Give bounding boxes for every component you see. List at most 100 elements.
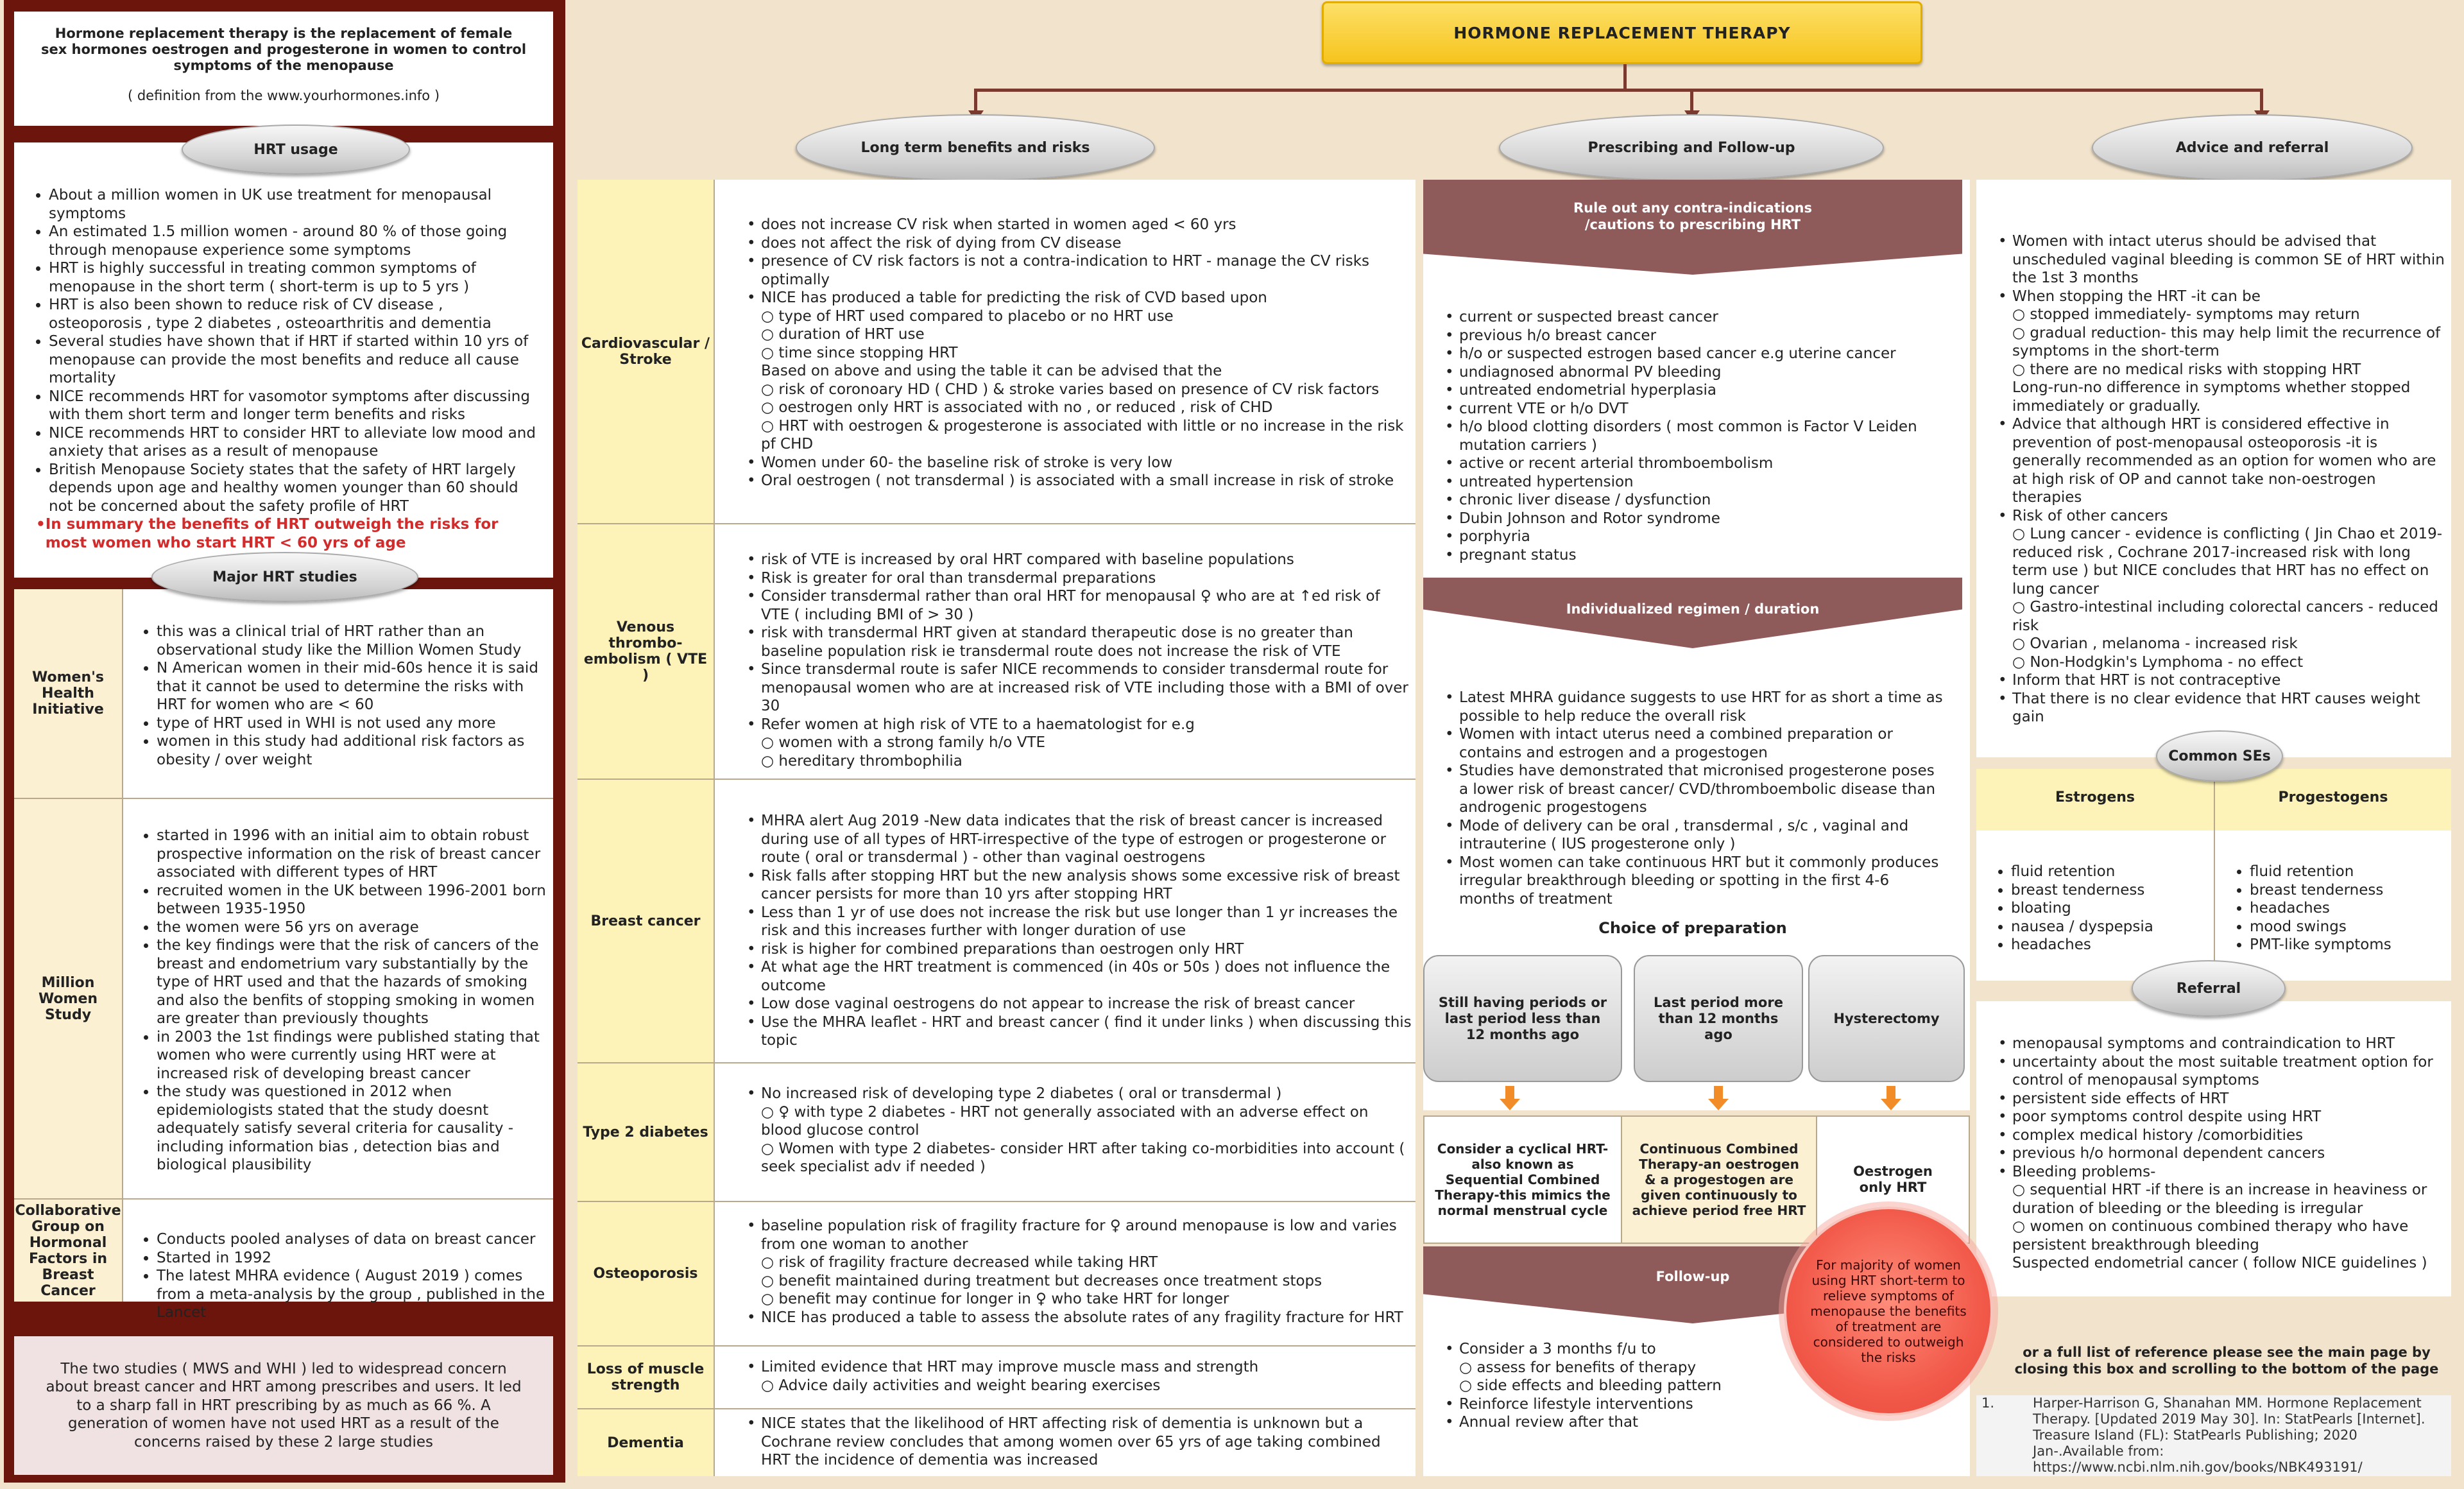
definition-text: Hormone replacement therapy is the repla… <box>40 26 527 73</box>
list-item: •untreated endometrial hyperplasia <box>1445 382 1717 399</box>
list-item: ○ assess for benefits of therapy <box>1459 1359 1697 1376</box>
osteo-label: Osteoporosis <box>593 1266 698 1282</box>
list-item: ○ Gastro-intestinal including colorectal… <box>2012 599 2438 634</box>
list-item: •Bleeding problems- <box>1998 1163 2156 1180</box>
reference-item: 1. Harper-Harrison G, Shanahan MM. Hormo… <box>1976 1395 2451 1476</box>
breast-list: • MHRA alert Aug 2019 -New data indicate… <box>725 812 1412 1050</box>
list-item: •Risk is greater for oral than transderm… <box>747 569 1156 587</box>
list-item: fluid retention <box>2011 863 2214 881</box>
list-item: Long-run-no difference in symptoms wheth… <box>2012 379 2411 415</box>
list-item: •does not increase CV risk when started … <box>747 216 1236 233</box>
list-item: •complex medical history /comorbidities <box>1998 1126 2304 1144</box>
diabetes-list: • No increased risk of developing type 2… <box>725 1085 1412 1176</box>
list-item: •h/o blood clotting disorders ( most com… <box>1445 418 1917 454</box>
list-item: ○ type of HRT used compared to placebo o… <box>761 307 1174 325</box>
contra-list: •current or suspected breast cancer•prev… <box>1423 308 1962 564</box>
mws-list: started in 1996 with an initial aim to o… <box>122 827 552 1175</box>
list-item: •untreated hypertension <box>1445 473 1634 490</box>
studies-conclusion: The two studies ( MWS and WHI ) led to w… <box>14 1336 553 1475</box>
list-item: mood swings <box>2250 918 2451 936</box>
list-item: •When stopping the HRT -it can be <box>1998 288 2261 305</box>
list-item: •Women under 60- the baseline risk of st… <box>747 454 1173 471</box>
list-item: Several studies have shown that if HRT i… <box>49 332 540 388</box>
list-item: •chronic liver disease / dysfunction <box>1445 492 1711 508</box>
list-item: •Oral oestrogen ( not transdermal ) is a… <box>747 472 1394 489</box>
definition-box: Hormone replacement therapy is the repla… <box>14 12 553 126</box>
list-item: ○ Women with type 2 diabetes- consider H… <box>761 1140 1405 1176</box>
list-item: The latest MHRA evidence ( August 2019 )… <box>157 1267 552 1322</box>
cv-list: •does not increase CV risk when started … <box>725 216 1412 490</box>
list-item: ○ sequential HRT -if there is an increas… <box>2012 1182 2427 1217</box>
list-item: ○ Advice daily activities and weight bea… <box>761 1377 1161 1394</box>
list-item: started in 1996 with an initial aim to o… <box>157 827 552 882</box>
list-item: Started in 1992 <box>157 1249 552 1268</box>
list-item: •That there is no clear evidence that HR… <box>1998 690 2420 726</box>
advice-list: •Women with intact uterus should be advi… <box>1976 232 2451 727</box>
list-item: About a million women in UK use treatmen… <box>49 186 540 223</box>
list-item: •Advice that although HRT is considered … <box>1998 416 2436 506</box>
list-item: ○ time since stopping HRT <box>761 344 958 361</box>
list-item: HRT is highly successful in treating com… <box>49 259 540 296</box>
regimen-list: •Latest MHRA guidance suggests to use HR… <box>1423 689 1962 908</box>
referral-panel <box>1976 1001 2451 1296</box>
list-item: •Less than 1 yr of use does not increase… <box>747 904 1398 940</box>
contra-heading: Rule out any contra-indications /caution… <box>1423 180 1962 275</box>
list-item: •NICE has produced a table to assess the… <box>747 1309 1403 1326</box>
list-item: •NICE states that the likelihood of HRT … <box>747 1415 1381 1468</box>
list-item: •poor symptoms control despite using HRT <box>1998 1108 2322 1125</box>
list-item: ○ benefit maintained during treatment bu… <box>761 1272 1322 1289</box>
osteo-list: •baseline population risk of fragility f… <box>725 1217 1412 1327</box>
followup-list: •Consider a 3 months f/u to ○ assess for … <box>1423 1340 1808 1432</box>
list-item: recruited women in the UK between 1996-2… <box>157 882 552 918</box>
list-item: •Studies have demonstrated that micronis… <box>1445 762 1936 816</box>
cg-label: Collaborative Group on Hormonal Factors … <box>15 1203 121 1299</box>
usage-heading: HRT usage <box>182 125 410 175</box>
list-item: •menopausal symptoms and contraindicatio… <box>1998 1035 2395 1052</box>
list-item: ○ ♀ with type 2 diabetes - HRT not gener… <box>761 1103 1369 1139</box>
list-item: •Consider transdermal rather than oral H… <box>747 588 1380 623</box>
list-item: British Menopause Society states that th… <box>49 461 540 516</box>
list-item: headaches <box>2250 899 2451 918</box>
breast-label: Breast cancer <box>590 913 701 929</box>
list-item: •current VTE or h/o DVT <box>1445 400 1629 417</box>
list-item: ○ risk of fragility fracture decreased w… <box>761 1254 1158 1271</box>
list-item: NICE recommends HRT for vasomotor sympto… <box>49 388 540 424</box>
list-item: •Use the MHRA leaflet - HRT and breast c… <box>747 1013 1412 1049</box>
list-item: •Low dose vaginal oestrogens do not appe… <box>747 995 1355 1012</box>
list-item: •Most women can take continuous HRT but … <box>1445 854 1939 908</box>
vte-list: •risk of VTE is increased by oral HRT co… <box>725 551 1412 770</box>
list-item: •NICE has produced a table for predictin… <box>747 289 1267 306</box>
list-item: women in this study had additional risk … <box>157 732 552 769</box>
studies-heading: Major HRT studies <box>151 552 418 602</box>
list-item: headaches <box>2011 936 2214 954</box>
benefits-heading: Long term benefits and risks <box>796 114 1155 181</box>
list-item: ○ Lung cancer - evidence is conflicting … <box>2012 526 2443 598</box>
list-item: •undiagnosed abnormal PV bleeding <box>1445 363 1722 381</box>
list-item: •Consider a 3 months f/u to <box>1445 1341 1656 1357</box>
choice-arrow-3 <box>1887 1086 1895 1099</box>
dementia-label: Dementia <box>607 1434 684 1451</box>
ses-heading: Common SEs <box>2156 730 2283 782</box>
list-item: bloating <box>2011 899 2214 918</box>
list-item: •previous h/o breast cancer <box>1445 327 1657 344</box>
list-item: breast tenderness <box>2011 881 2214 900</box>
list-item: Conducts pooled analyses of data on brea… <box>157 1230 552 1249</box>
list-item: NICE recommends HRT to consider HRT to a… <box>49 424 540 461</box>
list-item: •uncertainty about the most suitable tre… <box>1998 1053 2433 1089</box>
choice-condition-3: Hysterectomy <box>1808 955 1965 1082</box>
list-item: type of HRT used in WHI is not used any … <box>157 714 552 733</box>
whi-list: this was a clinical trial of HRT rather … <box>122 623 552 769</box>
cv-label: Cardiovascular / Stroke <box>581 335 710 368</box>
prescribing-heading: Prescribing and Follow-up <box>1499 114 1884 181</box>
dementia-list: •NICE states that the likelihood of HRT … <box>725 1415 1412 1470</box>
ses-progestogens-list: fluid retentionbreast tendernessheadache… <box>2215 863 2451 954</box>
muscle-list: •Limited evidence that HRT may improve m… <box>725 1358 1412 1395</box>
list-item: •Since transdermal route is safer NICE r… <box>747 661 1408 714</box>
list-item: in 2003 the 1st findings were published … <box>157 1028 552 1083</box>
list-item: Suspected endometrial cancer ( follow NI… <box>2012 1255 2427 1271</box>
list-item: the women were 56 yrs on average <box>157 918 552 937</box>
choice-condition-1: Still having periods or last period less… <box>1423 955 1622 1082</box>
studies-label-col <box>14 589 122 1302</box>
regimen-heading: Individualized regimen / duration <box>1423 578 1962 648</box>
list-item: •Risk of other cancers <box>1998 507 2168 524</box>
